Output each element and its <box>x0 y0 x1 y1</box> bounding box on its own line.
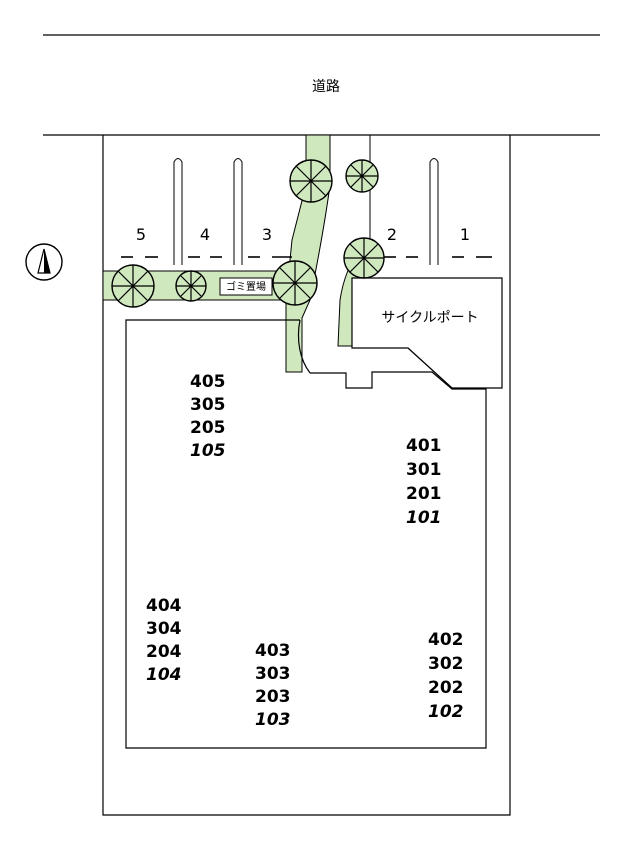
parking-space-1: 1 <box>460 225 470 244</box>
unit-label: 102 <box>428 702 464 722</box>
cycle-port-diagonal <box>407 347 453 389</box>
unit-group-05: 405 305 205 105 <box>190 372 226 461</box>
unit-label: 104 <box>146 665 182 685</box>
tree-icon <box>345 159 379 193</box>
parking-space-4: 4 <box>200 225 210 244</box>
building-inner-curve <box>297 319 311 374</box>
tree-icon <box>289 159 333 203</box>
parking-space-2: 2 <box>387 225 397 244</box>
unit-label: 305 <box>190 395 226 415</box>
parking-dividers <box>173 158 439 265</box>
trees <box>111 159 385 308</box>
unit-label: 402 <box>428 630 464 650</box>
unit-label: 302 <box>428 654 464 674</box>
parking-divider-4-5 <box>173 158 183 265</box>
unit-label: 105 <box>190 441 226 461</box>
parking-divider-1-2 <box>429 158 439 265</box>
unit-label: 405 <box>190 372 226 392</box>
unit-label: 401 <box>406 436 442 456</box>
unit-group-04: 404 304 204 104 <box>146 596 182 685</box>
property-boundary <box>102 135 511 816</box>
unit-label: 205 <box>190 418 226 438</box>
unit-label: 203 <box>255 687 291 707</box>
unit-label: 103 <box>255 710 291 730</box>
garbage-area <box>219 277 273 296</box>
unit-label: 403 <box>255 641 291 661</box>
parking-space-3: 3 <box>262 225 272 244</box>
parking-space-5: 5 <box>136 225 146 244</box>
unit-group-02: 402 302 202 102 <box>428 630 464 722</box>
unit-group-03: 403 303 203 103 <box>255 641 291 730</box>
tree-icon <box>175 270 207 302</box>
tree-icon <box>272 260 318 306</box>
unit-label: 304 <box>146 619 182 639</box>
north-compass-icon <box>25 243 63 281</box>
unit-label: 201 <box>406 484 442 504</box>
unit-label: 301 <box>406 460 442 480</box>
building-outline <box>125 319 487 749</box>
tree-icon <box>343 237 385 279</box>
unit-group-01: 401 301 201 101 <box>406 436 442 528</box>
unit-label: 404 <box>146 596 182 616</box>
unit-label: 202 <box>428 678 464 698</box>
unit-label: 303 <box>255 664 291 684</box>
parking-divider-3-4 <box>233 158 243 265</box>
garbage-label: ゴミ置場 <box>226 280 266 293</box>
tree-icon <box>111 264 155 308</box>
unit-label: 101 <box>406 508 442 528</box>
unit-label: 204 <box>146 642 182 662</box>
cycle-port-label: サイクルポート <box>381 310 478 326</box>
road-label: 道路 <box>312 79 340 95</box>
